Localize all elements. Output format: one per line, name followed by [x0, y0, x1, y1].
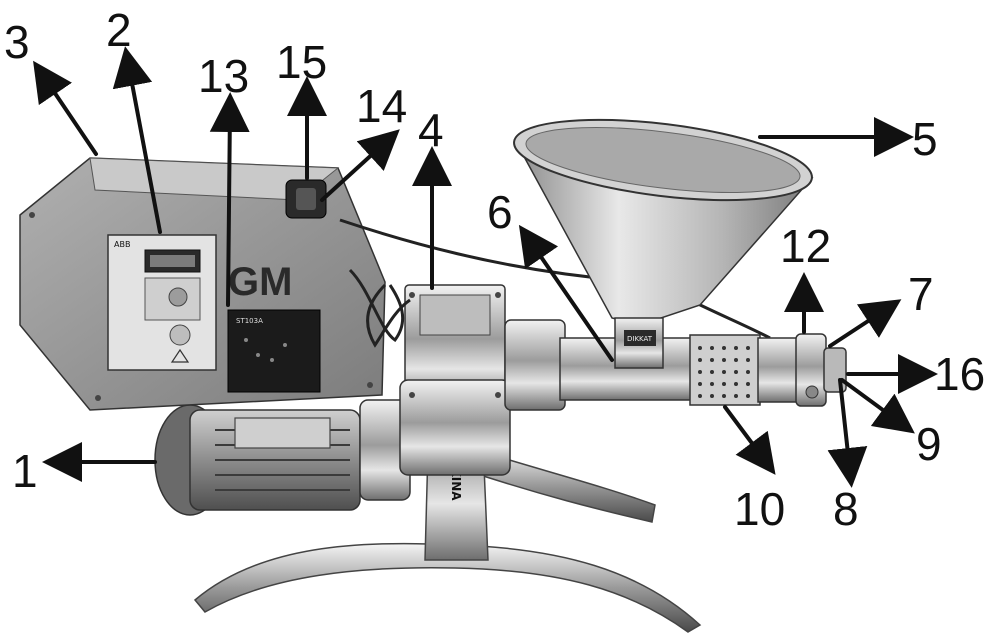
arrow-2: [112, 46, 162, 234]
callout-label-13: 13: [198, 50, 249, 102]
hopper-funnel: DIKKAT: [513, 118, 814, 369]
arrow-8: [827, 378, 868, 488]
arrow-13: [209, 92, 250, 307]
callout-label-7: 7: [908, 268, 934, 320]
controller-model: ST103A: [236, 317, 263, 325]
callout-label-12: 12: [780, 220, 831, 272]
callout-label-16: 16: [934, 348, 985, 400]
funnel-warning-plate: DIKKAT: [627, 335, 653, 343]
callout-arrows: [33, 46, 938, 488]
arrow-7: [828, 299, 902, 348]
arrow-10: [723, 405, 776, 475]
callout-label-3: 3: [4, 16, 30, 68]
frequency-inverter: ABB: [107, 234, 217, 371]
callout-label-15: 15: [276, 36, 327, 88]
electric-motor: [154, 399, 411, 516]
control-cabinet: ABB GM ST103A: [19, 157, 386, 411]
vfd-brand: ABB: [114, 240, 130, 249]
callout-label-9: 9: [916, 418, 942, 470]
callout-label-6: 6: [487, 186, 513, 238]
callout-label-5: 5: [912, 113, 938, 165]
callout-labels: 1 2 3 4 5 6 7 8 9 10 12 13 14 15 16: [4, 4, 985, 535]
arrow-14: [320, 129, 400, 202]
arrow-3: [33, 60, 98, 156]
callout-label-1: 1: [12, 445, 38, 497]
callout-label-4: 4: [418, 104, 444, 156]
arrow-6: [518, 224, 614, 362]
callout-label-2: 2: [106, 4, 132, 56]
arrow-9: [840, 378, 915, 434]
rear-leg: [464, 447, 656, 523]
callout-label-8: 8: [833, 483, 859, 535]
temperature-controller: ST103A: [227, 309, 321, 393]
gearbox: [399, 284, 511, 476]
press-barrel: [504, 319, 847, 411]
callout-label-10: 10: [734, 483, 785, 535]
callout-label-14: 14: [356, 80, 407, 132]
front-base-leg: [193, 542, 702, 633]
brand-logo: GM: [228, 260, 292, 304]
machine-illustration: GEMMAMAKINA: [19, 118, 847, 633]
